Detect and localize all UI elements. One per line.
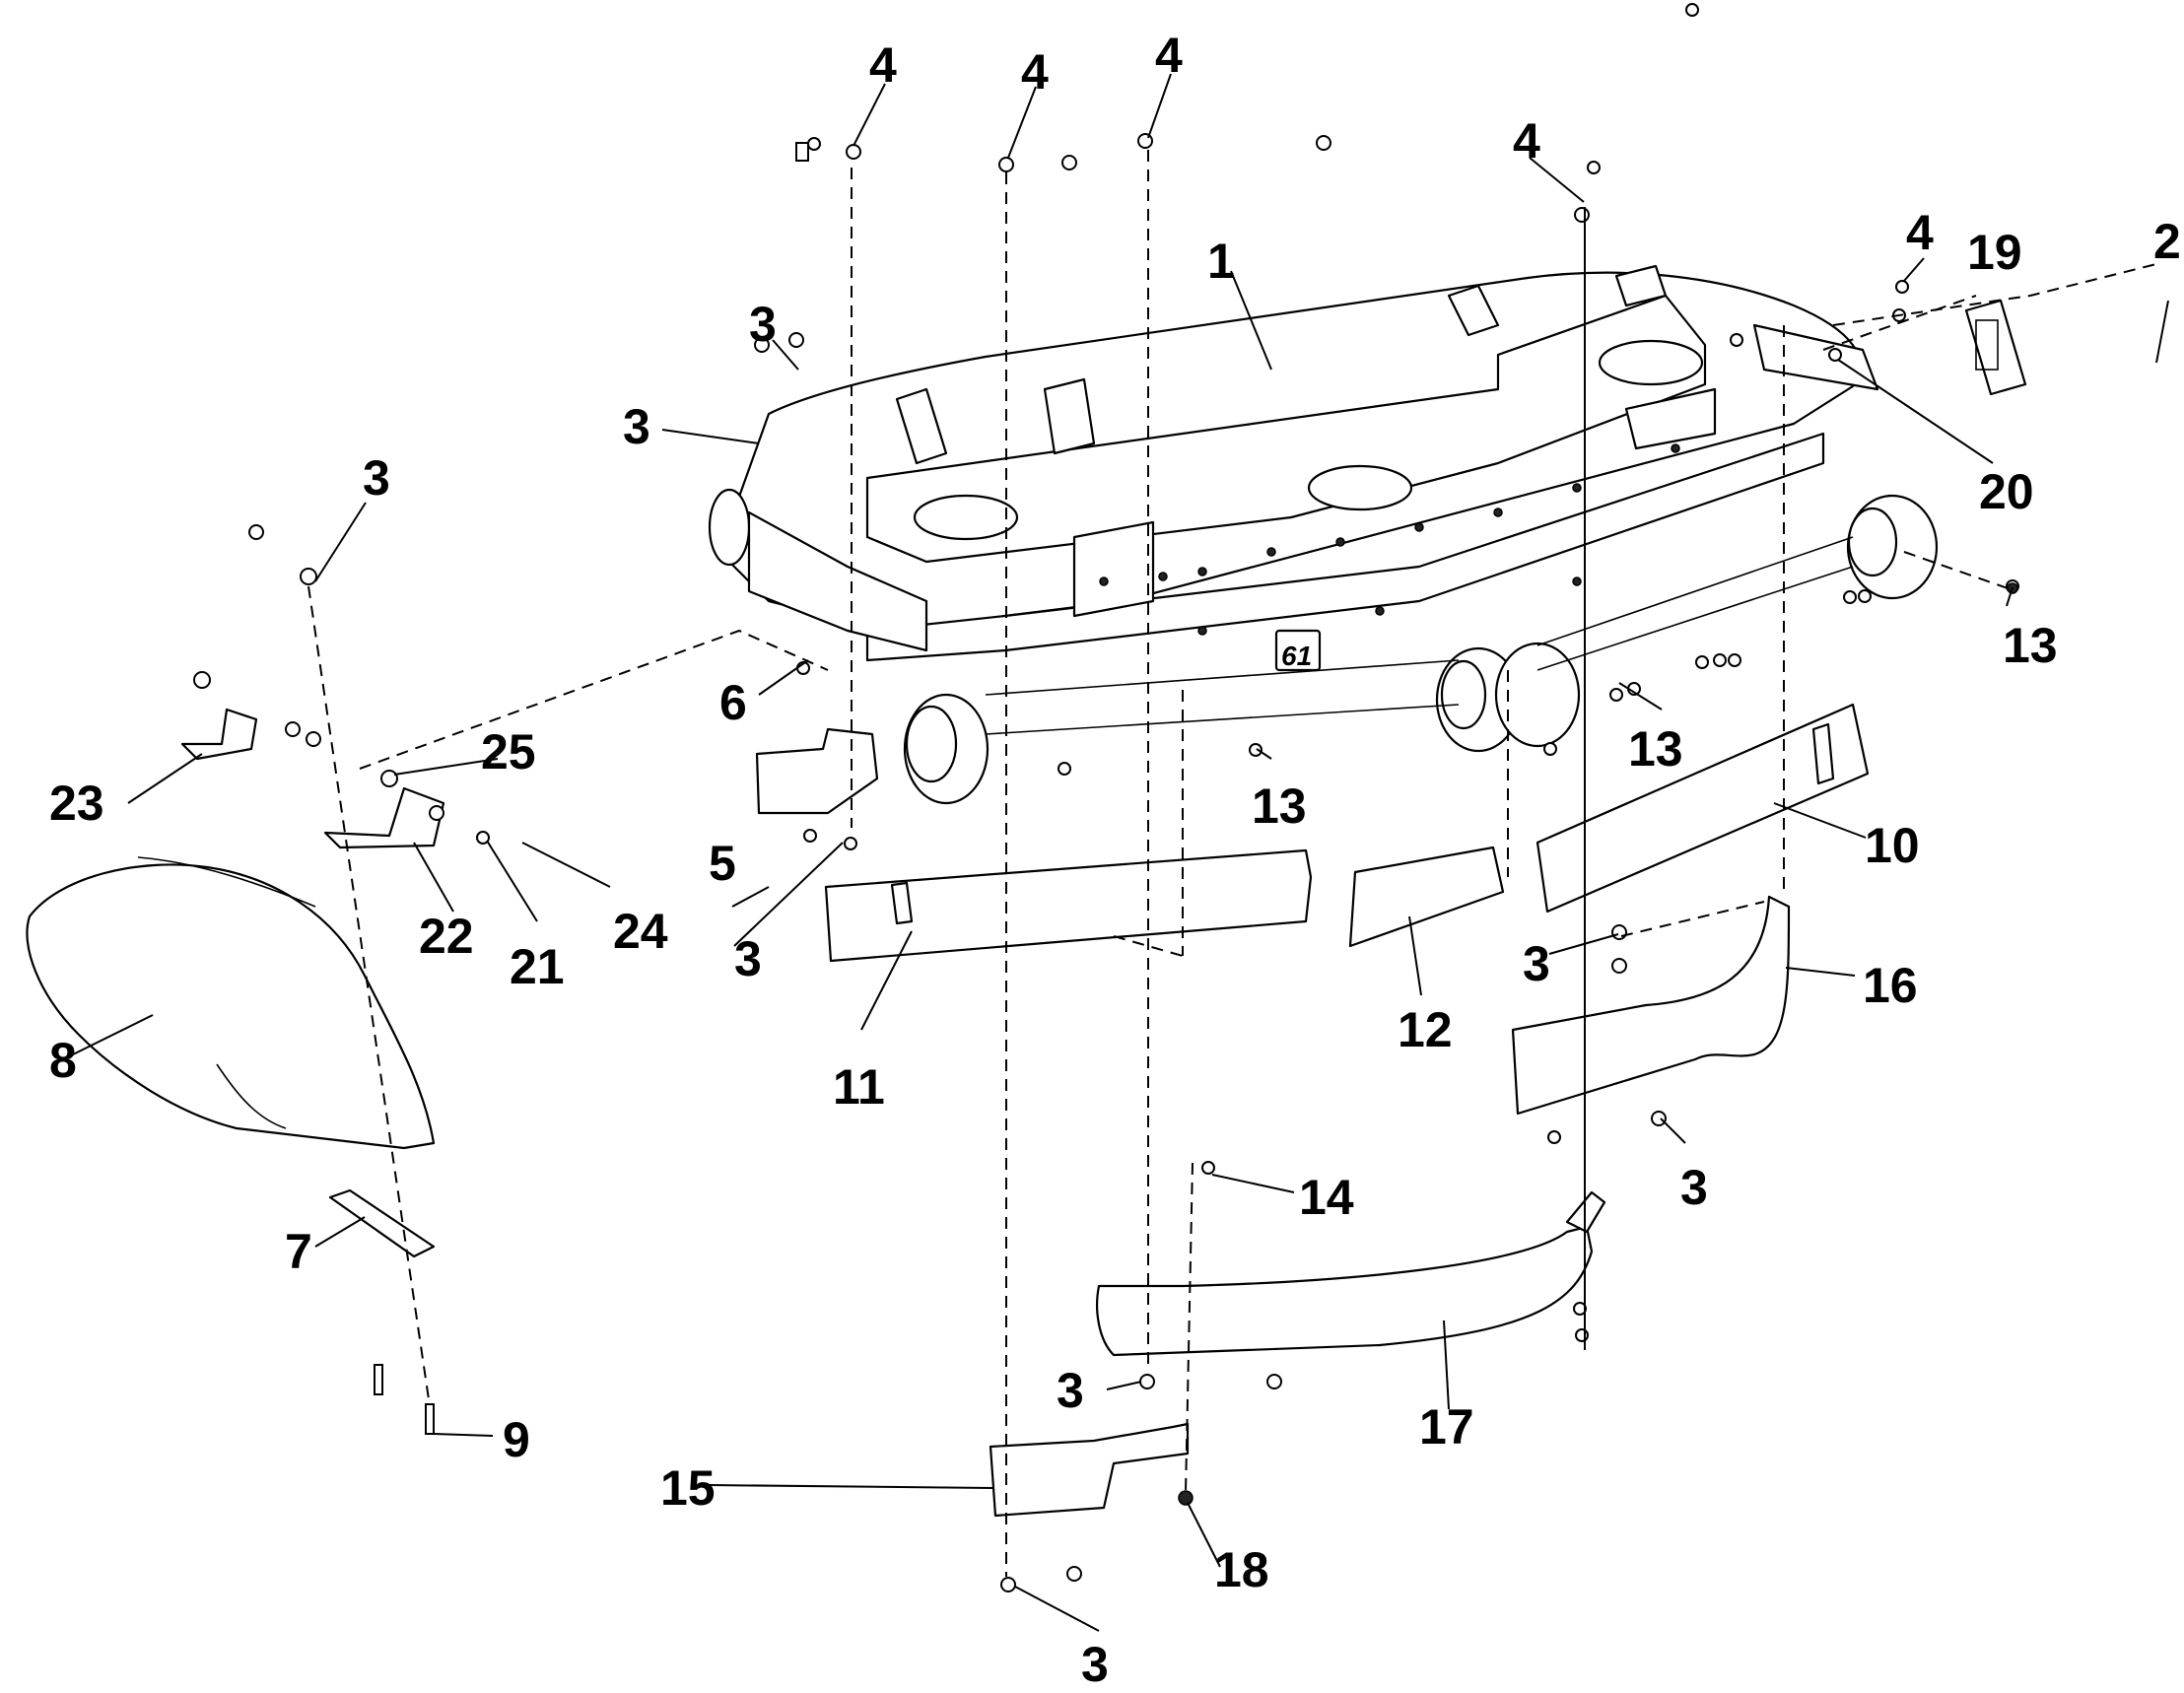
callout-12: 12 bbox=[1398, 1002, 1453, 1057]
callout-23: 23 bbox=[49, 776, 104, 831]
callout-14: 14 bbox=[1299, 1170, 1354, 1225]
callout-18: 18 bbox=[1214, 1542, 1269, 1597]
callout-22: 22 bbox=[419, 909, 474, 964]
callout-6: 6 bbox=[719, 675, 747, 730]
callout-3-f: 3 bbox=[1680, 1160, 1708, 1215]
part-7-plate bbox=[328, 1188, 436, 1258]
callout-25: 25 bbox=[481, 724, 536, 779]
hardware bbox=[193, 3, 2019, 1592]
callout-3-g: 3 bbox=[1057, 1363, 1084, 1418]
callout-20: 20 bbox=[1979, 464, 2034, 519]
callout-4-a: 4 bbox=[869, 37, 897, 93]
callout-13-c: 13 bbox=[2003, 618, 2058, 673]
callout-19: 19 bbox=[1967, 225, 2022, 280]
callout-4-d: 4 bbox=[1513, 113, 1540, 169]
callout-7: 7 bbox=[285, 1224, 312, 1279]
callout-11: 11 bbox=[833, 1059, 885, 1115]
mower-deck: 61 bbox=[708, 264, 1939, 805]
callout-21: 21 bbox=[510, 939, 565, 994]
part-19-plate bbox=[1964, 299, 2027, 396]
callout-9: 9 bbox=[503, 1412, 530, 1467]
part-8-discharge-chute bbox=[26, 863, 436, 1150]
callout-17: 17 bbox=[1419, 1399, 1474, 1455]
callout-4-b: 4 bbox=[1021, 44, 1049, 100]
callout-3-d: 3 bbox=[734, 931, 762, 986]
callout-1: 1 bbox=[1207, 234, 1235, 289]
callout-13-a: 13 bbox=[1252, 779, 1307, 834]
part-5-bracket bbox=[755, 727, 879, 815]
callout-8: 8 bbox=[49, 1033, 77, 1088]
callout-2: 2 bbox=[2153, 214, 2181, 269]
callout-16: 16 bbox=[1863, 958, 1918, 1013]
callout-3-h: 3 bbox=[1081, 1637, 1109, 1692]
part-12-baffle bbox=[1348, 846, 1505, 948]
assembly-lines bbox=[307, 150, 2157, 1577]
part-10-baffle bbox=[1536, 703, 1870, 914]
callout-3-e: 3 bbox=[1523, 936, 1550, 991]
callout-5: 5 bbox=[709, 836, 736, 891]
callout-13-b: 13 bbox=[1628, 721, 1683, 777]
callout-4-c: 4 bbox=[1155, 28, 1183, 83]
part-23-bracket bbox=[180, 708, 258, 761]
leader-lines bbox=[66, 73, 2169, 1632]
callout-3-b: 3 bbox=[749, 297, 777, 352]
callout-15: 15 bbox=[660, 1460, 716, 1516]
callout-10: 10 bbox=[1865, 818, 1920, 873]
part-17-baffle bbox=[1096, 1225, 1594, 1357]
part-11-baffle bbox=[824, 848, 1313, 963]
callout-24: 24 bbox=[613, 904, 668, 959]
callout-3-a: 3 bbox=[363, 450, 390, 506]
part-15-bracket bbox=[989, 1422, 1190, 1518]
deck-badge: 61 bbox=[1281, 641, 1312, 671]
callouts: 1 2 3 3 3 3 3 3 3 3 4 4 4 4 4 5 6 7 8 9 … bbox=[49, 28, 2181, 1692]
part-22-hinge bbox=[323, 786, 445, 849]
callout-3-c: 3 bbox=[623, 399, 650, 454]
callout-4-e: 4 bbox=[1906, 205, 1934, 260]
deck-badge-frame bbox=[1274, 629, 1322, 672]
